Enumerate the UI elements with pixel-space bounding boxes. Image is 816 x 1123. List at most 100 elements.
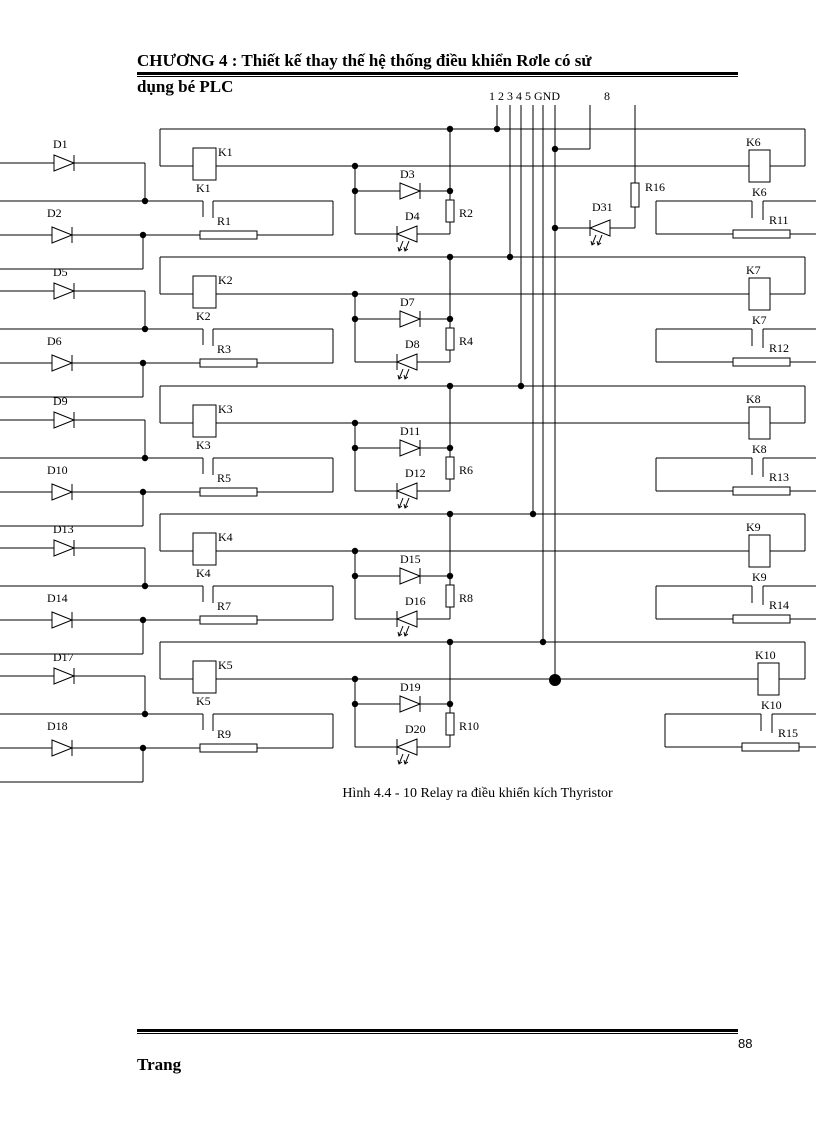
contact-resistor-label: R3	[217, 342, 231, 356]
diode-label: D3	[400, 167, 415, 181]
relay-coil	[748, 277, 771, 311]
relay-coil	[748, 534, 771, 568]
diode-symbol	[53, 667, 76, 685]
relay-coil-label: K4	[218, 530, 233, 544]
bus-line-labels: 1 2 3 4 5 GND	[489, 89, 560, 103]
relay-contact-label: K7	[752, 313, 767, 327]
contact-resistor-label: R15	[778, 726, 798, 740]
led-symbol	[395, 610, 418, 628]
relay-coil-label: K6	[746, 135, 761, 149]
input-diode-label: D6	[47, 334, 62, 348]
led-label: D20	[405, 722, 426, 736]
resistor-symbol	[199, 743, 258, 753]
relay-coil-label: K5	[218, 658, 233, 672]
contact-resistor-label: R13	[769, 470, 789, 484]
diode-symbol	[399, 182, 422, 200]
resistor-symbol	[732, 614, 791, 624]
led-label: D4	[405, 209, 420, 223]
resistor-symbol	[445, 327, 455, 351]
resistor-symbol	[445, 199, 455, 223]
contact-resistor-label: R9	[217, 727, 231, 741]
light-arrows-icon	[590, 234, 603, 246]
diode-symbol	[399, 695, 422, 713]
relay-contact-label: K5	[196, 694, 211, 708]
header-rule	[137, 72, 738, 77]
bus-line-8-label: 8	[604, 89, 610, 103]
led-resistor-label: R8	[459, 591, 473, 605]
junction-dot	[351, 700, 359, 708]
contact-resistor-label: R1	[217, 214, 231, 228]
led-resistor-label: R2	[459, 206, 473, 220]
relay-coil-label: K10	[755, 648, 776, 662]
contact-resistor-label: R7	[217, 599, 231, 613]
indicator-led-label: D31	[592, 200, 613, 214]
relay-contact-label: K9	[752, 570, 767, 584]
resistor-symbol	[199, 487, 258, 497]
resistor-symbol	[445, 584, 455, 608]
relay-contact-label: K2	[196, 309, 211, 323]
diode-symbol	[399, 310, 422, 328]
input-diode-label: D5	[53, 265, 68, 279]
relay-coil-label: K3	[218, 402, 233, 416]
relay-contact-label: K3	[196, 438, 211, 452]
input-diode-label: D13	[53, 522, 74, 536]
relay-coil	[192, 404, 217, 438]
input-diode-label: D2	[47, 206, 62, 220]
relay-contact-label: K6	[752, 185, 767, 199]
relay-coil-label: K7	[746, 263, 761, 277]
chapter-title-continued: dụng bé PLC	[137, 77, 234, 96]
light-arrows-icon	[397, 753, 410, 765]
relay-coil	[748, 149, 771, 183]
diode-symbol	[51, 354, 74, 372]
figure-caption: Hình 4.4 - 10 Relay ra điều khiển kích T…	[342, 786, 613, 801]
resistor-symbol	[445, 712, 455, 736]
contact-resistor-label: R11	[769, 213, 789, 227]
relay-coil-label: K2	[218, 273, 233, 287]
relay-contact-label: K4	[196, 566, 211, 580]
light-arrows-icon	[397, 240, 410, 252]
relay-coil	[757, 662, 780, 696]
resistor-symbol	[630, 182, 640, 208]
relay-contact-label: K10	[761, 698, 782, 712]
footer-label: Trang	[137, 1055, 182, 1074]
light-arrows-icon	[397, 625, 410, 637]
junction-dot	[351, 572, 359, 580]
contact-resistor-label: R14	[769, 598, 789, 612]
resistor-symbol	[732, 229, 791, 239]
relay-coil	[192, 147, 217, 181]
diode-label: D19	[400, 680, 421, 694]
led-symbol	[395, 225, 418, 243]
junction-dot	[551, 224, 559, 232]
resistor-symbol	[199, 615, 258, 625]
relay-contact-label: K8	[752, 442, 767, 456]
led-symbol	[395, 353, 418, 371]
input-diode-label: D1	[53, 137, 68, 151]
diode-symbol	[53, 539, 76, 557]
diode-symbol	[51, 226, 74, 244]
junction-dot	[551, 145, 559, 153]
resistor-symbol	[732, 357, 791, 367]
relay-coil	[192, 275, 217, 309]
junction-dot	[446, 315, 454, 323]
led-symbol	[395, 482, 418, 500]
indicator-resistor-label: R16	[645, 180, 665, 194]
relay-contact-label: K1	[196, 181, 211, 195]
junction-dot	[549, 674, 561, 686]
resistor-symbol	[199, 358, 258, 368]
junction-dot	[351, 187, 359, 195]
input-diode-label: D17	[53, 650, 74, 664]
input-diode-label: D14	[47, 591, 68, 605]
junction-dot	[446, 572, 454, 580]
contact-resistor-label: R12	[769, 341, 789, 355]
diode-label: D7	[400, 295, 415, 309]
junction-dot	[446, 444, 454, 452]
resistor-symbol	[445, 456, 455, 480]
led-label: D16	[405, 594, 426, 608]
relay-coil-label: K1	[218, 145, 233, 159]
led-resistor-label: R6	[459, 463, 473, 477]
diode-symbol	[51, 739, 74, 757]
input-diode-label: D18	[47, 719, 68, 733]
input-diode-label: D10	[47, 463, 68, 477]
relay-coil	[192, 660, 217, 694]
